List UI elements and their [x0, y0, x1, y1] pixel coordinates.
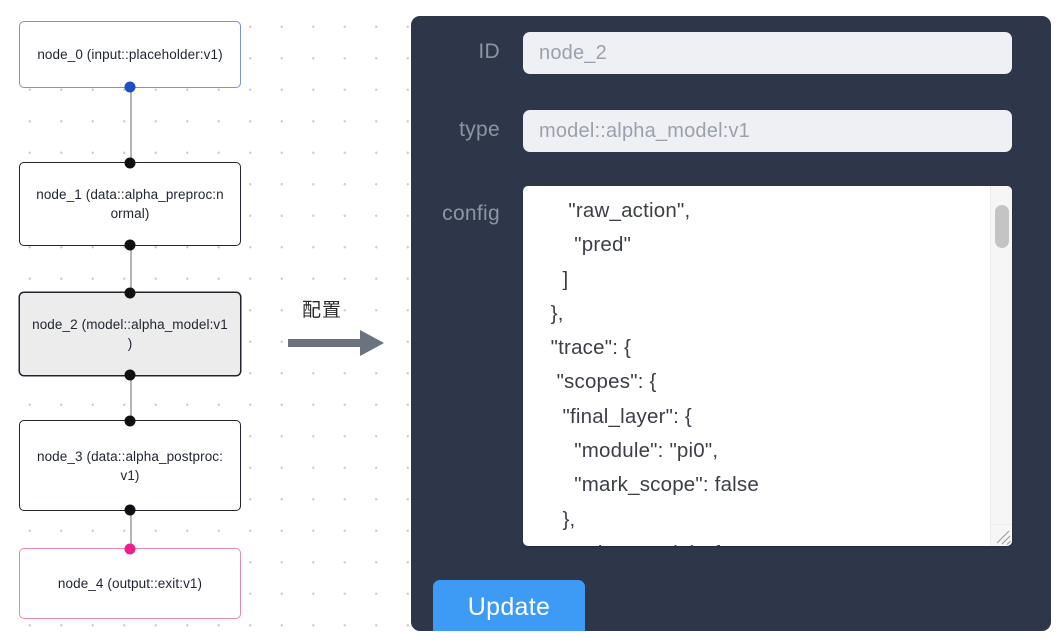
id-input[interactable]: [523, 32, 1012, 74]
graph-node-node_2[interactable]: node_2 (model::alpha_model:v1 ): [19, 287, 241, 381]
node-handle-target[interactable]: [124, 543, 136, 555]
arrow-label: 配置: [302, 300, 343, 321]
config-textarea[interactable]: "raw_action", "pred" ] }, "trace": { "sc…: [523, 186, 975, 546]
update-button[interactable]: Update: [433, 580, 585, 631]
graph-node-label: node_3 (data::alpha_postproc: v1): [36, 448, 224, 483]
node-handle-target[interactable]: [124, 157, 136, 169]
transition-arrow-group: 配置: [288, 295, 398, 375]
field-row-config: config "raw_action", "pred" ] }, "trace"…: [411, 186, 1012, 546]
graph-node-node_1[interactable]: node_1 (data::alpha_preproc:n ormal): [19, 157, 241, 251]
config-scrollbar[interactable]: [990, 186, 1012, 526]
graph-node-node_4[interactable]: node_4 (output::exit:v1): [19, 543, 241, 619]
graph-node-label: node_1 (data::alpha_preproc:n ormal): [36, 187, 224, 221]
graph-node-label: node_4 (output::exit:v1): [57, 576, 203, 591]
type-label: type: [459, 118, 500, 141]
config-resize-grip[interactable]: [990, 524, 1012, 546]
edge-node1-node2: [130, 246, 132, 292]
config-label: config: [442, 202, 500, 225]
config-scrollbar-thumb[interactable]: [995, 205, 1009, 248]
edge-node0-node1: [130, 88, 132, 162]
node-config-panel: ID type config "raw_action", "pred" ] },…: [411, 16, 1051, 631]
arrow-right-icon: [288, 330, 384, 356]
graph-node-node_3[interactable]: node_3 (data::alpha_postproc: v1): [19, 415, 241, 516]
node-handle-source[interactable]: [124, 504, 136, 516]
graph-node-node_0[interactable]: node_0 (input::placeholder:v1): [19, 21, 241, 93]
node-handle-target[interactable]: [124, 415, 136, 427]
node-handle-source[interactable]: [124, 81, 136, 93]
graph-node-label: node_0 (input::placeholder:v1): [37, 47, 223, 62]
node-handle-source[interactable]: [124, 369, 136, 381]
flow-graph-canvas[interactable]: node_0 (input::placeholder:v1) node_1 (d…: [0, 0, 396, 643]
field-row-type: type: [411, 110, 1012, 152]
graph-node-label: node_2 (model::alpha_model:v1 ): [32, 317, 228, 351]
config-editor[interactable]: "raw_action", "pred" ] }, "trace": { "sc…: [523, 186, 1012, 546]
id-label: ID: [478, 40, 500, 63]
edge-node3-node4: [130, 511, 132, 548]
type-input[interactable]: [523, 110, 1012, 152]
node-handle-target[interactable]: [124, 287, 136, 299]
field-row-id: ID: [411, 32, 1012, 74]
node-handle-source[interactable]: [124, 239, 136, 251]
edge-node2-node3: [130, 376, 132, 420]
